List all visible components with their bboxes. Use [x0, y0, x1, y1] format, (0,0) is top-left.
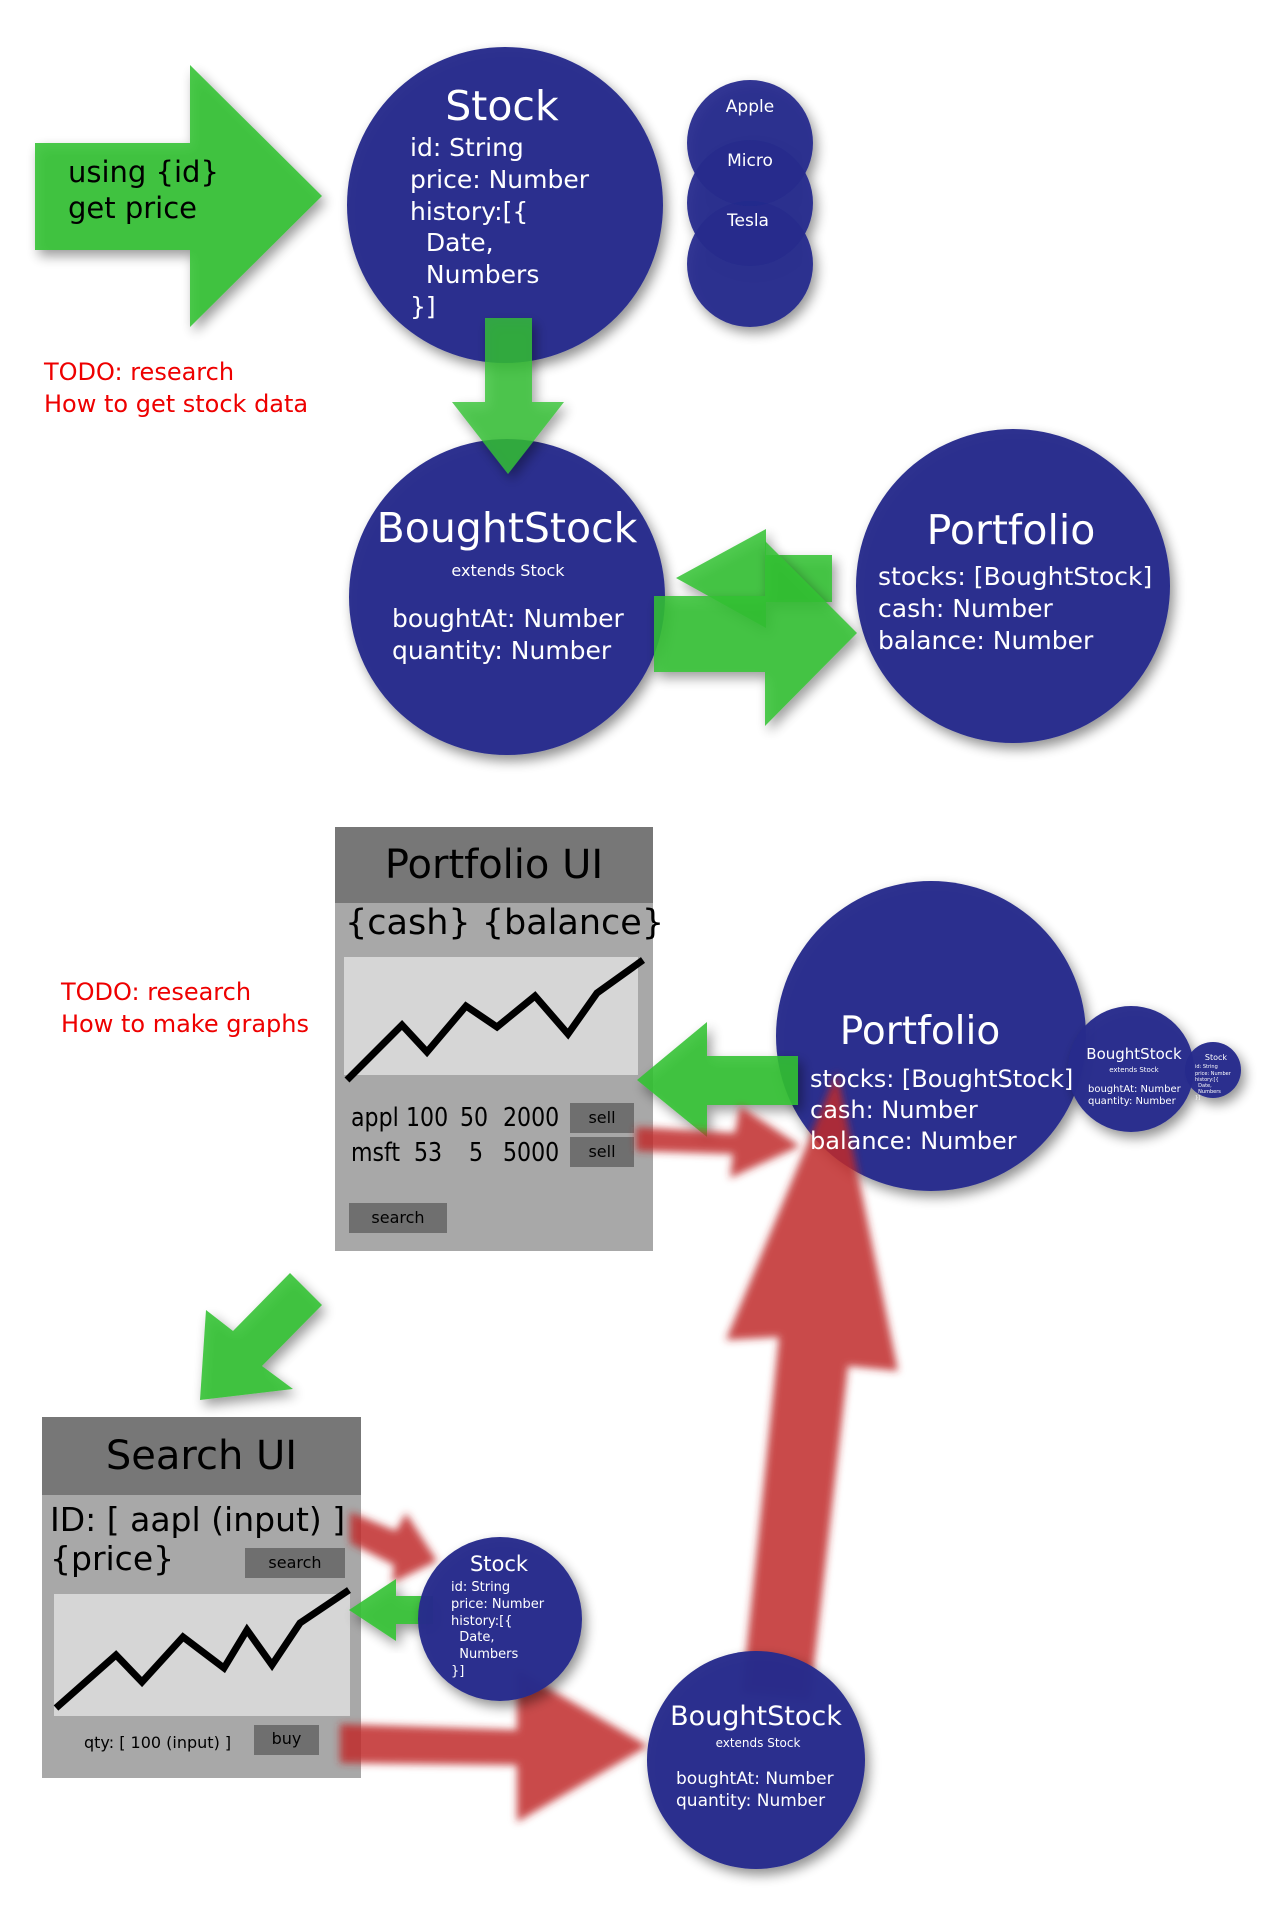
stock-to-search-arrow: [349, 1579, 433, 1641]
search-graph-line: [53, 1587, 351, 1711]
mini-stack: [1068, 1006, 1241, 1132]
mini-boughtstock-node: [1068, 1006, 1194, 1132]
todo-stock-data-line1: TODO: research: [43, 358, 234, 386]
ui-to-search-arrow: [200, 1273, 322, 1400]
boughtstock-field: boughtAt: Number: [392, 604, 625, 633]
search-ui-panel: Search UI ID: [ aapl (input) ] {price} s…: [42, 1417, 361, 1778]
stock-field: id: String: [410, 133, 524, 162]
sell-button[interactable]: sell: [570, 1103, 634, 1133]
tiny-stock-field: Date,: [1195, 1083, 1212, 1089]
tiny-stock-field: history:[{: [1195, 1077, 1219, 1083]
stock-field: Date,: [410, 228, 494, 257]
portfolio-field: balance: Number: [878, 626, 1094, 655]
mini-bought-field: quantity: Number: [1088, 1096, 1177, 1107]
tiny-stock-field: Numbers: [1195, 1089, 1221, 1095]
tiny-stock-field: }]: [1195, 1095, 1200, 1101]
stock-node-fields: id: String price: Number history:[{ Date…: [410, 133, 590, 321]
stock-field: price: Number: [410, 165, 590, 194]
stock-field: history:[{: [410, 197, 528, 226]
bought2-title: BoughtStock: [670, 1701, 842, 1732]
stock-node-title: Stock: [445, 82, 559, 130]
mini-bought-field: boughtAt: Number: [1088, 1084, 1182, 1095]
bought2-field: boughtAt: Number: [676, 1769, 834, 1789]
stock2-field: history:[{: [451, 1614, 513, 1629]
portfolio-row-value: 5: [469, 1138, 484, 1168]
search-to-stock-arrow: [350, 1512, 437, 1583]
portfolio-ui-title: Portfolio UI: [335, 827, 653, 903]
stock2-field: }]: [451, 1664, 464, 1679]
stock2-field: Date,: [451, 1630, 494, 1645]
portfolio-row-value: 2000: [503, 1103, 560, 1133]
search-ui-title: Search UI: [42, 1417, 361, 1495]
example-stock-stack: [687, 80, 813, 327]
stock-node-2: [418, 1537, 582, 1701]
portfolio-field: cash: Number: [878, 594, 1053, 623]
stock2-field: id: String: [451, 1580, 510, 1595]
stock-to-bought-arrow: [452, 318, 564, 474]
portfolio-node: [856, 429, 1170, 743]
portfolio-row-value: 53: [414, 1138, 443, 1168]
portfolio-search-button[interactable]: search: [349, 1203, 447, 1233]
boughtstock-node: [349, 439, 665, 755]
example-micro-label: Micro: [727, 151, 773, 171]
bought2-field: quantity: Number: [676, 1791, 825, 1811]
portfolio-ui-summary: {cash} {balance}: [345, 903, 665, 943]
bought2-subtitle: extends Stock: [716, 1736, 801, 1750]
boughtstock-field: quantity: Number: [392, 636, 612, 665]
portfolio-node-title: Portfolio: [927, 506, 1096, 554]
get-price-arrow: [35, 65, 322, 327]
portfolio2-title: Portfolio: [840, 1009, 1000, 1054]
portfolio-field: stocks: [BoughtStock]: [878, 562, 1152, 591]
stock-node: [347, 47, 663, 363]
portfolio-row-value: 5000: [503, 1138, 560, 1168]
search-button[interactable]: search: [245, 1548, 345, 1578]
portfolio-row-value: 100: [406, 1103, 449, 1133]
tiny-stock-field: price: Number: [1195, 1071, 1232, 1077]
portfolio2-field: cash: Number: [810, 1096, 978, 1124]
boughtstock-node-2: [647, 1651, 865, 1869]
portfolio-row-value: 50: [460, 1103, 489, 1133]
tiny-stock-field: id: String: [1195, 1064, 1218, 1070]
stock-field: }]: [410, 292, 436, 321]
example-apple-label: Apple: [726, 97, 774, 117]
tiny-stock-title: Stock: [1205, 1053, 1228, 1062]
todo-stock-data-line2: How to get stock data: [44, 390, 308, 418]
portfolio2-field: stocks: [BoughtStock]: [810, 1065, 1073, 1093]
stock-field: Numbers: [410, 260, 539, 289]
example-tesla-label: Tesla: [726, 211, 769, 231]
todo-graphs-line1: TODO: research: [60, 978, 251, 1006]
search-id-input[interactable]: ID: [ aapl (input) ]: [50, 1500, 346, 1539]
qty-input[interactable]: qty: [ 100 (input) ]: [84, 1733, 232, 1752]
arrow-label-line1: using {id}: [68, 155, 219, 189]
apple-circle: [687, 80, 813, 206]
boughtstock-node-title: BoughtStock: [377, 504, 638, 552]
buy-to-bought-arrow: [340, 1670, 648, 1822]
portfolio-node-2: [776, 881, 1086, 1191]
portfolio-ui-graph: [344, 957, 638, 1075]
portfolio2-field: balance: Number: [810, 1127, 1017, 1155]
portfolio-to-ui-arrow: [637, 1022, 798, 1137]
tiny-stock-node: [1185, 1042, 1241, 1098]
stock2-field: price: Number: [451, 1597, 545, 1612]
sell-to-portfolio-arrow: [636, 1106, 800, 1178]
stock2-title: Stock: [470, 1552, 529, 1576]
mini-bought-title: BoughtStock: [1086, 1045, 1182, 1063]
stock2-field: Numbers: [451, 1647, 518, 1662]
search-price: {price}: [50, 1539, 175, 1578]
portfolio-graph-line: [344, 957, 646, 1083]
bought-to-portfolio-red-arrow: [726, 1072, 898, 1700]
boughtstock-node-subtitle: extends Stock: [451, 561, 565, 580]
sell-button[interactable]: sell: [570, 1137, 634, 1167]
bought-to-portfolio-arrow: [654, 541, 857, 726]
todo-graphs-line2: How to make graphs: [61, 1010, 309, 1038]
arrow-label-line2: get price: [68, 191, 197, 225]
portfolio-to-bought-arrow: [676, 529, 832, 628]
portfolio-row-symbol: appl: [351, 1103, 399, 1133]
buy-button[interactable]: buy: [254, 1725, 319, 1755]
mini-bought-subtitle: extends Stock: [1109, 1066, 1159, 1074]
portfolio-row-symbol: msft: [351, 1138, 401, 1168]
portfolio-ui-panel: Portfolio UI {cash} {balance} appl 100 5…: [335, 827, 664, 1251]
